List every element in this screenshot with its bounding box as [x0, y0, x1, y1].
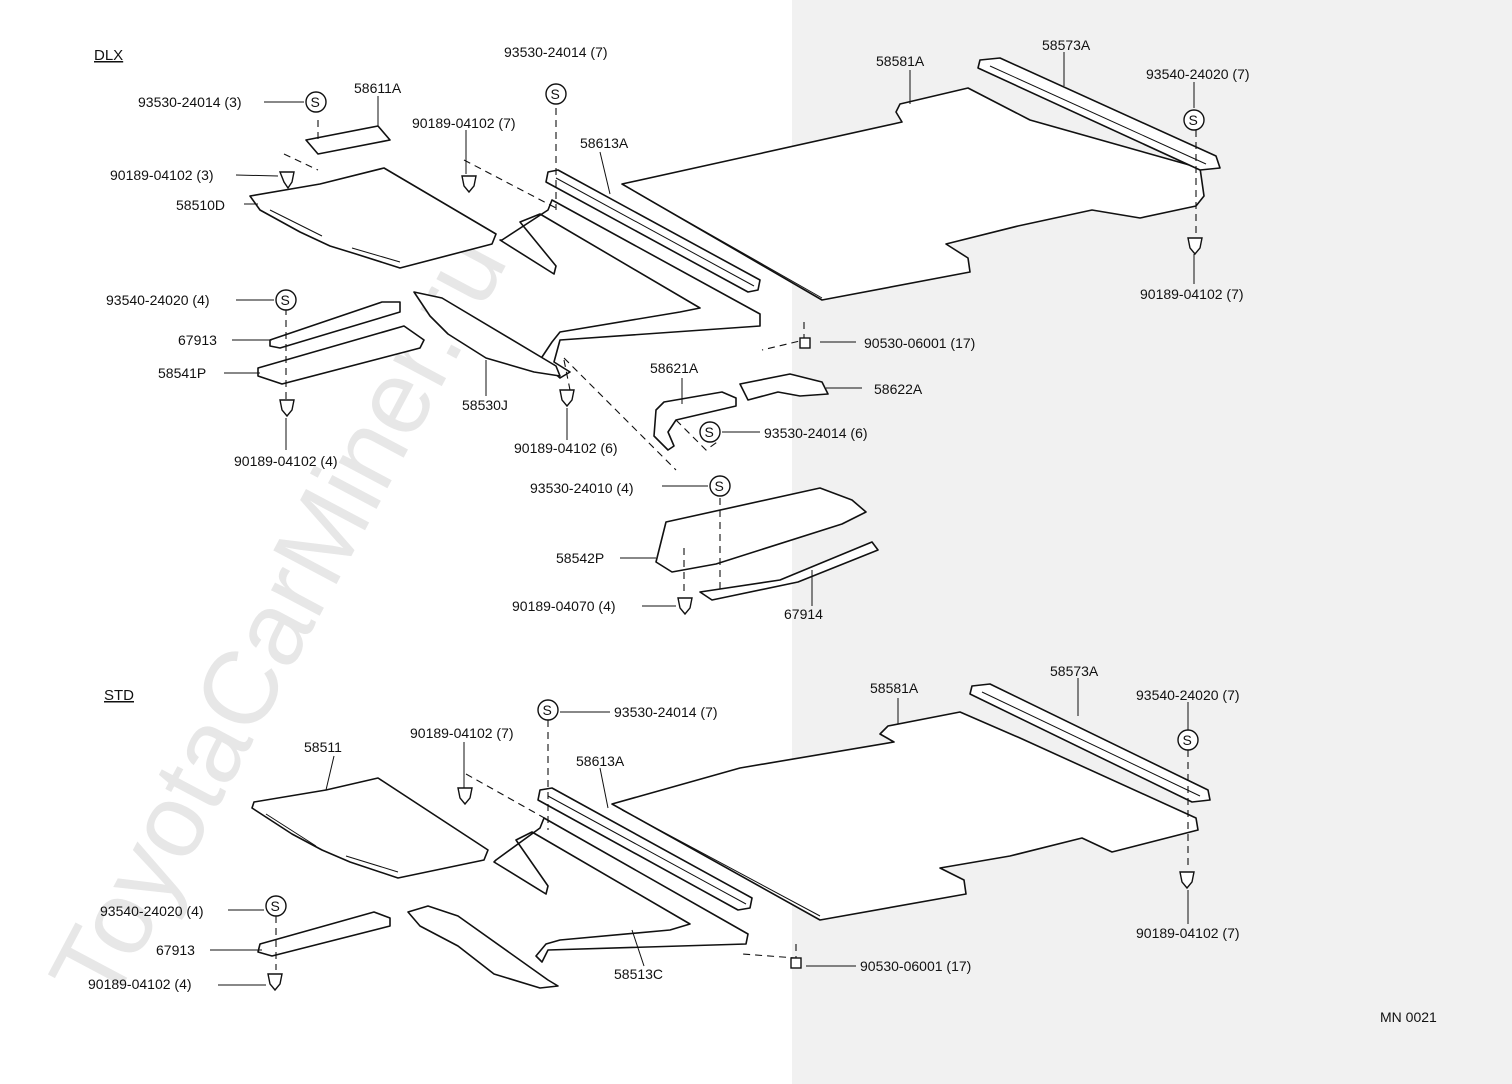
bolt-icon	[790, 957, 802, 969]
label-58510D: 58510D	[176, 197, 225, 213]
svg-text:S: S	[551, 86, 560, 102]
screw-symbol-icon: S	[275, 289, 297, 311]
label-93530-24014-7: 93530-24014 (7)	[504, 44, 608, 60]
carpet-58511	[251, 777, 489, 879]
clip-icon	[677, 597, 693, 616]
label-90530-06001-17-std: 90530-06001 (17)	[860, 958, 971, 974]
strip-67913-std	[257, 911, 391, 957]
label-93530-24014-7-std: 93530-24014 (7)	[614, 704, 718, 720]
label-90189-04102-7-right: 90189-04102 (7)	[1140, 286, 1244, 302]
floor-carpet-58581A-std	[611, 711, 1199, 921]
label-58581A: 58581A	[876, 53, 925, 69]
std-section: STD S S S	[88, 663, 1240, 992]
clip-group	[278, 171, 1203, 616]
label-58613A: 58613A	[580, 135, 629, 151]
label-90189-04102-4-std: 90189-04102 (4)	[88, 976, 192, 992]
clip-icon	[279, 399, 295, 418]
label-58530J: 58530J	[462, 397, 508, 413]
svg-text:S: S	[281, 292, 290, 308]
svg-text:S: S	[715, 478, 724, 494]
bracket-58622A	[739, 373, 829, 401]
bracket-58621A	[653, 391, 737, 451]
screw-symbol-icon: S	[1177, 729, 1199, 751]
label-93540-24020-4-std: 93540-24020 (4)	[100, 903, 204, 919]
screw-symbol-icon: S	[545, 83, 567, 105]
s-symbol-group: S S S S S S	[275, 83, 1205, 497]
svg-text:S: S	[271, 898, 280, 914]
screw-symbol-icon: S	[537, 699, 559, 721]
label-90189-04102-3: 90189-04102 (3)	[110, 167, 214, 183]
label-58513C: 58513C	[614, 966, 663, 982]
floor-carpet-58581A	[621, 87, 1205, 301]
label-90189-04102-7-right-std: 90189-04102 (7)	[1136, 925, 1240, 941]
strip-67913-dlx	[269, 301, 401, 349]
drawing-code: MN 0021	[1380, 1009, 1437, 1025]
svg-text:S: S	[1183, 732, 1192, 748]
label-58611A: 58611A	[354, 80, 402, 96]
s-symbol-group: S S S	[265, 699, 1199, 917]
label-93540-24020-7: 93540-24020 (7)	[1146, 66, 1250, 82]
guide-line	[275, 720, 1189, 970]
bolt-icon	[799, 337, 811, 349]
label-93540-24020-4: 93540-24020 (4)	[106, 292, 210, 308]
panel-58513C	[407, 905, 559, 989]
screw-symbol-icon: S	[709, 475, 731, 497]
rail-58573A	[977, 57, 1221, 171]
clip-icon	[559, 389, 575, 408]
label-90189-04070-4: 90189-04070 (4)	[512, 598, 616, 614]
svg-text:S: S	[1189, 112, 1198, 128]
carpet-58542P	[655, 487, 867, 573]
screw-symbol-icon: S	[1183, 109, 1205, 131]
svg-text:S: S	[543, 702, 552, 718]
svg-text:S: S	[705, 424, 714, 440]
label-93530-24014-3: 93530-24014 (3)	[138, 94, 242, 110]
label-90189-04102-7-left-std: 90189-04102 (7)	[410, 725, 514, 741]
label-58541P: 58541P	[158, 365, 206, 381]
dlx-section: DLX	[94, 37, 1250, 622]
plate-58541P	[257, 325, 425, 385]
label-93540-24020-7-std: 93540-24020 (7)	[1136, 687, 1240, 703]
clip-icon	[267, 973, 283, 992]
label-90530-06001-17: 90530-06001 (17)	[864, 335, 975, 351]
label-90189-04102-4: 90189-04102 (4)	[234, 453, 338, 469]
screw-symbol-icon: S	[265, 895, 287, 917]
std-section-title: STD	[104, 687, 134, 704]
label-58613A-std: 58613A	[576, 753, 625, 769]
label-67914: 67914	[784, 606, 823, 622]
clip-icon	[278, 171, 295, 190]
dlx-section-title: DLX	[94, 47, 123, 64]
carpet-58510D	[249, 167, 497, 269]
label-67913: 67913	[178, 332, 217, 348]
label-90189-04102-7-left: 90189-04102 (7)	[412, 115, 516, 131]
center-panel-std	[493, 817, 749, 963]
label-58542P: 58542P	[556, 550, 604, 566]
svg-text:S: S	[311, 94, 320, 110]
leader-lines	[210, 678, 1189, 986]
clip-icon	[1187, 237, 1203, 256]
label-58581A-std: 58581A	[870, 680, 919, 696]
strip-67914	[699, 541, 879, 601]
piece-58611A	[305, 125, 391, 155]
label-58573A: 58573A	[1042, 37, 1091, 53]
label-58573A-std: 58573A	[1050, 663, 1099, 679]
center-panel	[499, 199, 761, 379]
label-58621A: 58621A	[650, 360, 699, 376]
leader-lines	[224, 52, 1195, 607]
clip-icon	[457, 787, 473, 806]
panel-58530J	[413, 291, 561, 377]
label-90189-04102-6: 90189-04102 (6)	[514, 440, 618, 456]
label-58622A: 58622A	[874, 381, 923, 397]
clip-icon	[461, 175, 477, 194]
label-93530-24010-4: 93530-24010 (4)	[530, 480, 634, 496]
label-67913-std: 67913	[156, 942, 195, 958]
screw-symbol-icon: S	[699, 421, 721, 443]
clip-icon	[1179, 871, 1195, 890]
label-58511: 58511	[304, 739, 342, 755]
screw-symbol-icon: S	[305, 91, 327, 113]
clip-group	[267, 787, 1195, 992]
label-93530-24014-6: 93530-24014 (6)	[764, 425, 868, 441]
